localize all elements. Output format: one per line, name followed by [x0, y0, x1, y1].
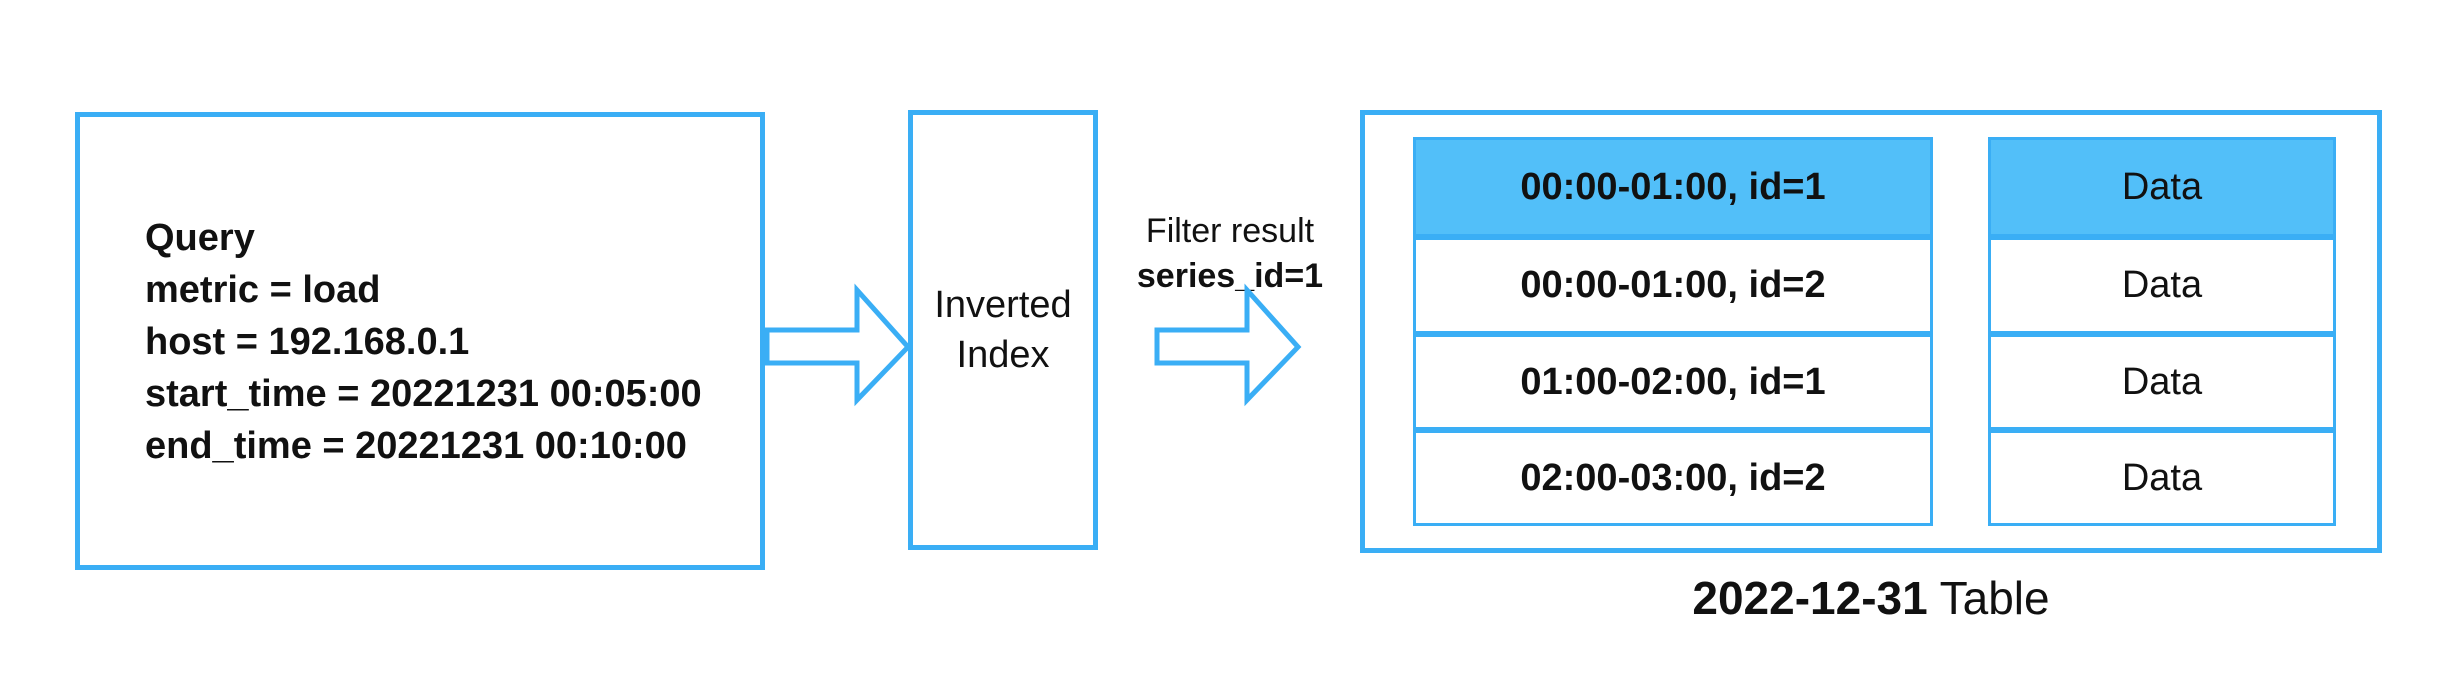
table-row-key: 00:00-01:00, id=1: [1413, 137, 1933, 237]
inverted-index-box: [908, 110, 1098, 550]
inverted-index-line2: Index: [956, 334, 1050, 376]
table-caption-date: 2022-12-31: [1692, 572, 1928, 624]
query-host-label: host =: [145, 321, 269, 363]
table-caption-suffix: Table: [1927, 572, 2050, 624]
filter-result-value: series_id=1: [1136, 257, 1324, 295]
table-row-data: Data: [1988, 334, 2336, 430]
inverted-index-line1: Inverted: [934, 284, 1072, 326]
inverted-index-label: Inverted Index: [908, 280, 1098, 380]
query-to-index-arrow: [764, 283, 912, 407]
table-row-key: 00:00-01:00, id=2: [1413, 237, 1933, 334]
query-line-start-time: start_time = 20221231 00:05:00: [145, 368, 702, 420]
table-row-key: 01:00-02:00, id=1: [1413, 334, 1933, 430]
query-metric-value: load: [302, 269, 381, 311]
query-metric-label: metric =: [145, 269, 303, 311]
filter-result-label: Filter result series_id=1: [1110, 208, 1350, 298]
table-row-key: 02:00-03:00, id=2: [1413, 430, 1933, 526]
query-start-time-label: start_time =: [145, 373, 370, 415]
table-row-data: Data: [1988, 137, 2336, 237]
query-start-time-value: 20221231 00:05:00: [369, 373, 702, 415]
query-box: [75, 112, 765, 570]
index-to-table-arrow: [1154, 283, 1302, 407]
query-text: Query metric = load host = 192.168.0.1 s…: [145, 212, 702, 472]
query-end-time-value: 20221231 00:10:00: [355, 425, 687, 467]
table-row-data: Data: [1988, 237, 2336, 334]
query-end-time-label: end_time =: [145, 425, 356, 467]
query-line-end-time: end_time = 20221231 00:10:00: [145, 420, 702, 472]
table-caption: 2022-12-31 Table: [1360, 568, 2382, 628]
query-line-host: host = 192.168.0.1: [145, 316, 702, 368]
query-line-metric: metric = load: [145, 264, 702, 316]
table-row-data: Data: [1988, 430, 2336, 526]
filter-result-text: Filter result: [1145, 212, 1315, 250]
query-host-value: 192.168.0.1: [268, 321, 470, 363]
query-title: Query: [145, 217, 255, 259]
